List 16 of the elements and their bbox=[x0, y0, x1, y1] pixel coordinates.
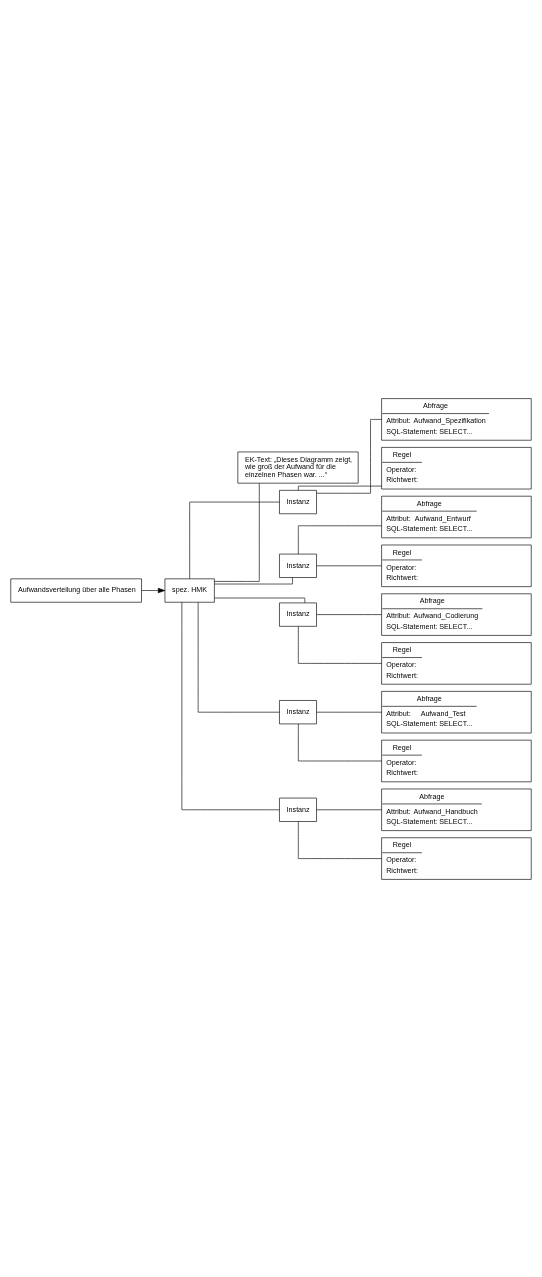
connector bbox=[316, 808, 382, 810]
connector bbox=[298, 820, 382, 859]
connector bbox=[298, 524, 382, 554]
connector bbox=[316, 565, 382, 566]
connector bbox=[298, 625, 382, 664]
connector bbox=[197, 601, 280, 712]
connector bbox=[298, 723, 382, 761]
connector bbox=[316, 418, 382, 494]
connector bbox=[214, 482, 260, 582]
connector bbox=[316, 613, 382, 615]
connector bbox=[181, 601, 280, 810]
arrow bbox=[141, 587, 166, 593]
connector bbox=[298, 485, 382, 491]
connector bbox=[214, 576, 293, 584]
connector bbox=[189, 501, 280, 579]
connector bbox=[316, 711, 382, 712]
